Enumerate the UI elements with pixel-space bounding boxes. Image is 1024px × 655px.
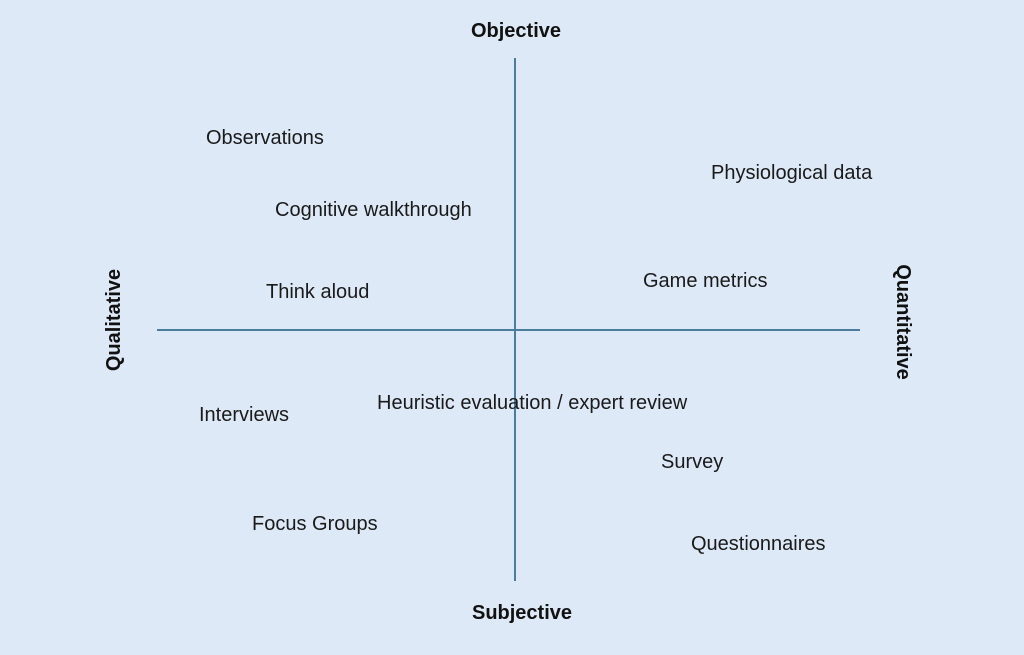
- method-survey: Survey: [661, 451, 724, 473]
- method-observations: Observations: [206, 127, 324, 149]
- method-physiological-data: Physiological data: [711, 162, 873, 184]
- method-game-metrics: Game metrics: [643, 270, 768, 292]
- horizontal-axis-line: [157, 329, 860, 331]
- axis-label-objective: Objective: [470, 20, 562, 42]
- vertical-axis-line: [514, 58, 516, 581]
- method-heuristic-evaluation: Heuristic evaluation / expert review: [377, 392, 688, 414]
- axis-label-quantitative: Quantitative: [892, 264, 914, 380]
- method-questionnaires: Questionnaires: [691, 533, 826, 555]
- method-cognitive-walkthrough: Cognitive walkthrough: [275, 199, 472, 221]
- axis-label-qualitative: Qualitative: [103, 268, 125, 372]
- method-interviews: Interviews: [199, 404, 290, 426]
- method-think-aloud: Think aloud: [266, 281, 370, 303]
- method-focus-groups: Focus Groups: [252, 513, 378, 535]
- axis-label-subjective: Subjective: [471, 602, 573, 624]
